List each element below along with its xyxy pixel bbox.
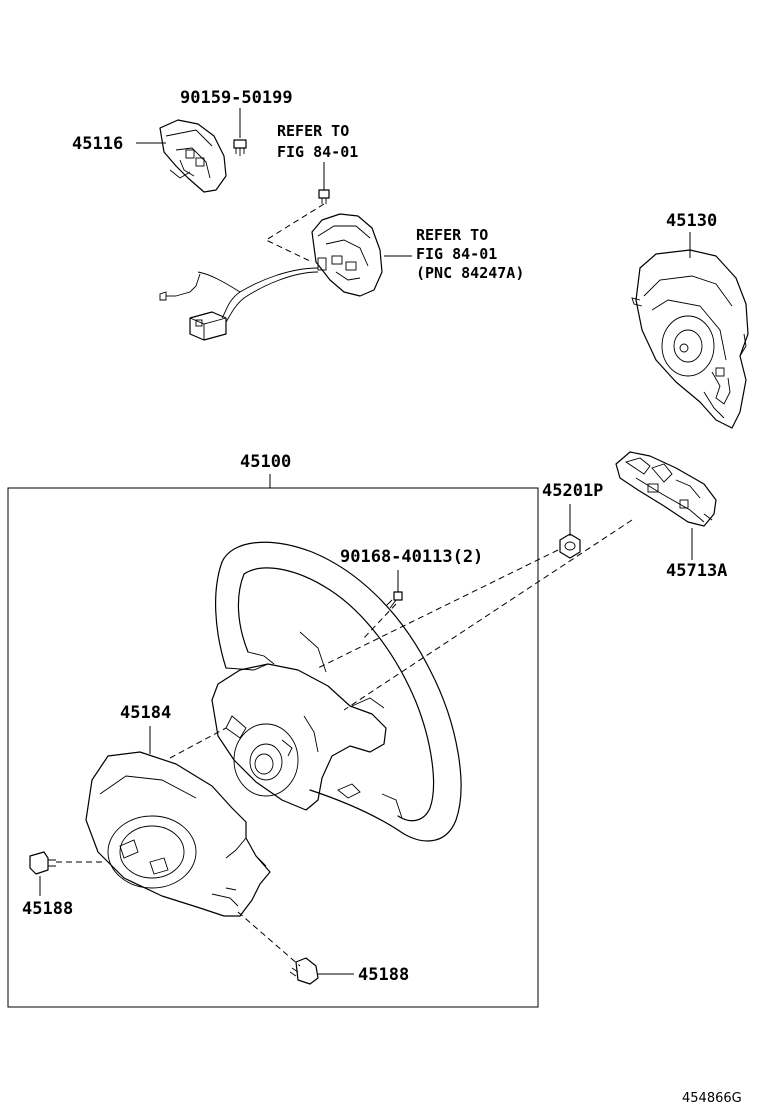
label-45188-left: 45188 <box>22 899 73 919</box>
dash-nut-to-wheel <box>317 549 559 669</box>
dash-switch-to-wheel <box>343 519 633 711</box>
screw-90159-50199 <box>233 108 247 156</box>
label-45130: 45130 <box>666 211 717 231</box>
ref2-line3: (PNC 84247A) <box>416 264 524 282</box>
label-90159-50199: 90159-50199 <box>180 88 293 108</box>
dash-cover-to-wheel <box>169 727 227 759</box>
screw-45188-left <box>29 851 56 875</box>
dash-45188-bottom <box>237 911 301 967</box>
dash-screw-to-wheel <box>361 603 397 641</box>
screw-90168-40113 <box>385 591 403 609</box>
part-45201P-nut <box>559 533 581 559</box>
ref2-line2: FIG 84-01 <box>416 245 497 263</box>
label-90168-40113: 90168-40113(2) <box>340 547 483 567</box>
part-steering-wheel <box>211 541 462 842</box>
label-45713A: 45713A <box>666 561 727 581</box>
part-45116-cover <box>159 119 227 193</box>
diagram-code: 454866G <box>682 1091 742 1106</box>
label-45100: 45100 <box>240 452 291 472</box>
label-45184: 45184 <box>120 703 171 723</box>
label-45116: 45116 <box>72 134 123 154</box>
part-45184-rear-cover <box>85 751 271 917</box>
assembly-45100-box <box>7 487 539 1008</box>
label-45201P: 45201P <box>542 481 603 501</box>
label-45188-bottom: 45188 <box>358 965 409 985</box>
part-45713A-switch <box>615 451 717 527</box>
horn-pad-assembly <box>159 213 383 341</box>
screw-horn-pad <box>318 162 330 204</box>
ref1-line1: REFER TO <box>277 122 349 140</box>
part-45130-pad <box>631 249 749 429</box>
dash-screw-to-pad <box>264 203 325 263</box>
ref2-line1: REFER TO <box>416 226 488 244</box>
ref1-line2: FIG 84-01 <box>277 143 358 161</box>
screw-45188-bottom <box>289 957 319 985</box>
